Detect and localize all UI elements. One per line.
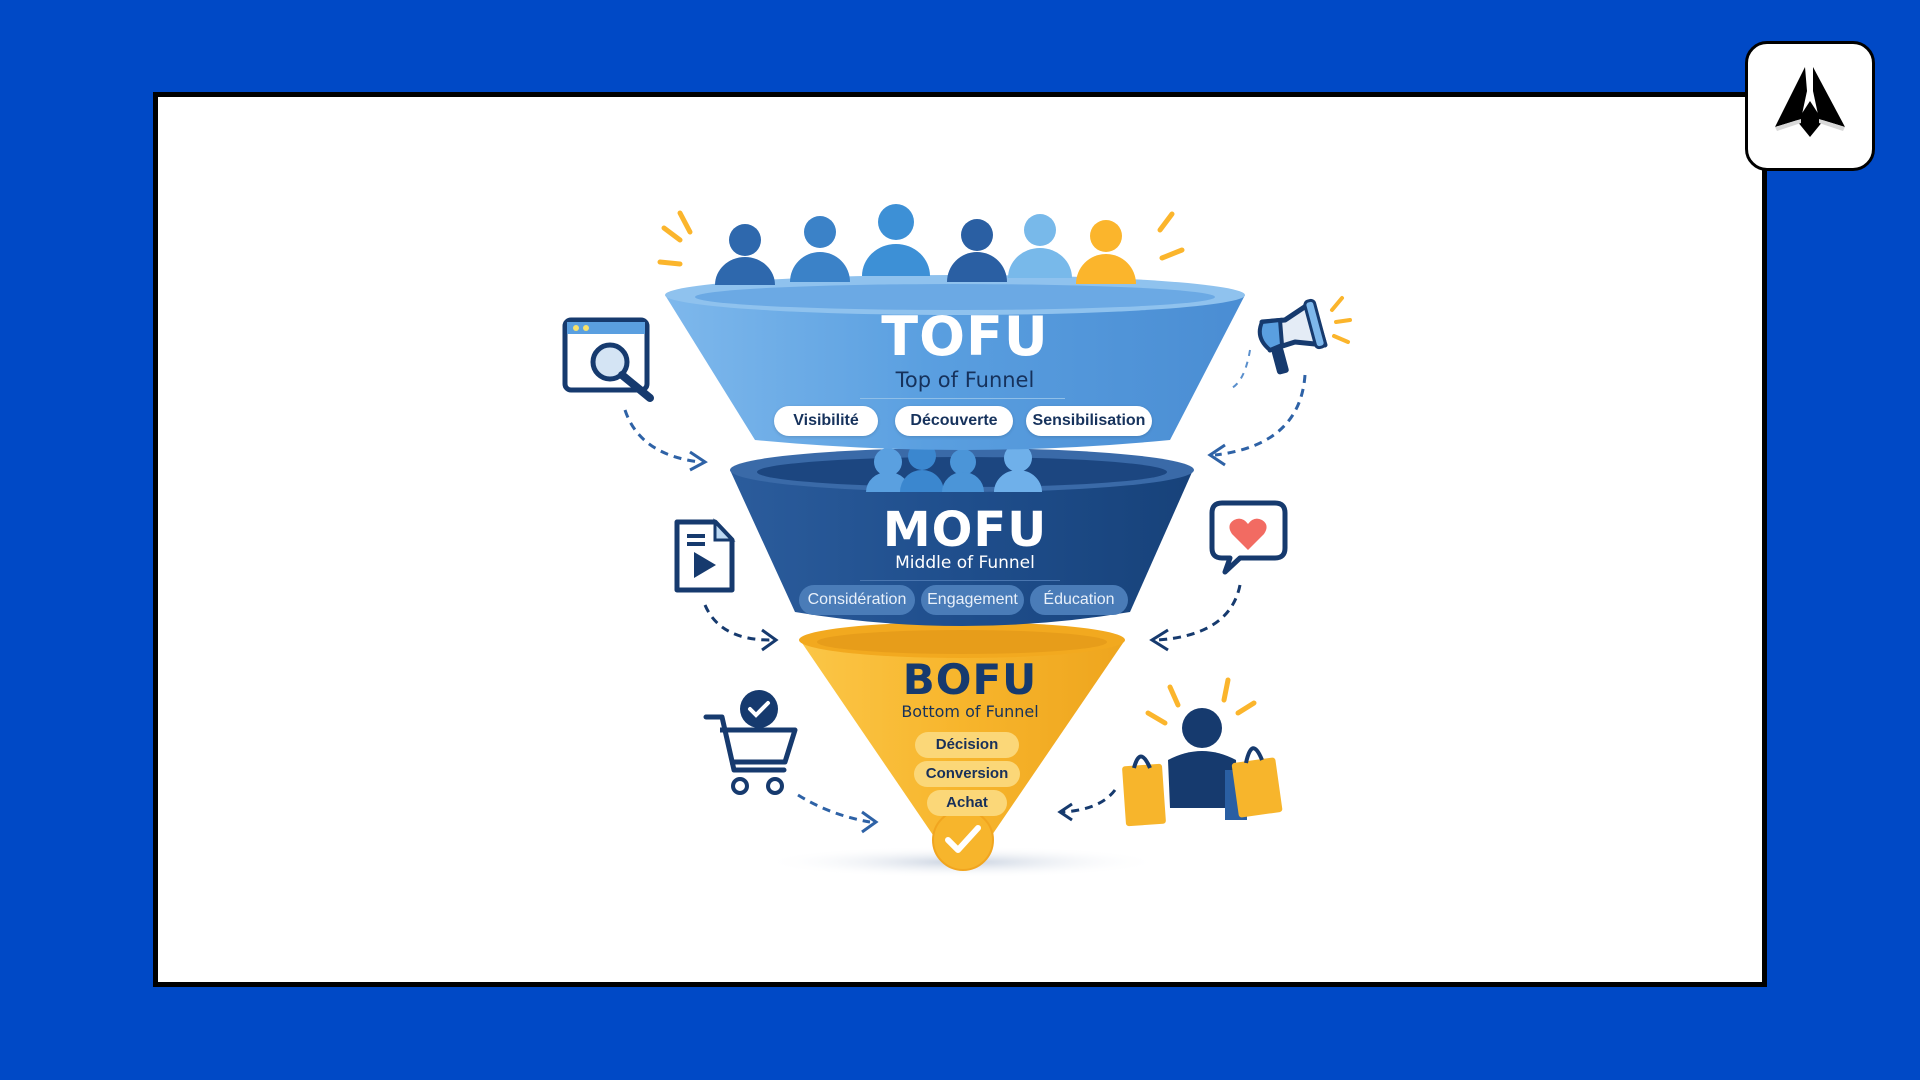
flow-arrow bbox=[1214, 374, 1307, 457]
arrow-head-icon bbox=[1149, 628, 1169, 652]
video-document-icon bbox=[674, 518, 736, 593]
tag-education: Éducation bbox=[1030, 585, 1128, 615]
shopping-cart-check-icon bbox=[703, 690, 798, 795]
flow-arrow bbox=[1231, 349, 1251, 389]
tofu-audience bbox=[657, 204, 1185, 285]
happy-shopper-icon bbox=[1122, 677, 1283, 827]
tag-achat: Achat bbox=[927, 790, 1007, 816]
divider bbox=[860, 398, 1065, 399]
tag-engagement: Engagement bbox=[921, 585, 1024, 615]
tag-decouverte: Découverte bbox=[895, 406, 1013, 436]
checkmark-icon bbox=[932, 809, 994, 871]
tag-decision: Décision bbox=[915, 732, 1019, 758]
arrow-head-icon bbox=[689, 450, 708, 472]
arrow-head-icon bbox=[1057, 802, 1073, 822]
arrow-head-icon bbox=[861, 810, 879, 834]
tag-consideration: Considération bbox=[799, 585, 915, 615]
heart-chat-icon bbox=[1209, 500, 1288, 575]
megaphone-icon bbox=[1257, 296, 1352, 375]
tag-sensibilisation: Sensibilisation bbox=[1026, 406, 1152, 436]
logo-badge[interactable] bbox=[1745, 41, 1875, 171]
flow-arrow bbox=[797, 793, 871, 824]
tofu-title: TOFU bbox=[881, 305, 1049, 368]
tag-visibilite: Visibilité bbox=[774, 406, 878, 436]
tofu-subtitle: Top of Funnel bbox=[895, 368, 1035, 392]
browser-search-icon bbox=[562, 317, 654, 402]
divider bbox=[860, 580, 1060, 581]
arrow-head-icon bbox=[1207, 443, 1226, 467]
arrow-head-icon bbox=[761, 628, 779, 652]
tag-conversion: Conversion bbox=[914, 761, 1020, 787]
arrowhead-logo-icon bbox=[1775, 67, 1845, 137]
flow-arrow bbox=[1061, 789, 1117, 814]
mofu-title: MOFU bbox=[882, 502, 1048, 558]
flow-arrow bbox=[1157, 584, 1242, 642]
flow-arrow bbox=[703, 604, 771, 642]
bofu-subtitle: Bottom of Funnel bbox=[901, 702, 1039, 721]
mofu-subtitle: Middle of Funnel bbox=[895, 553, 1035, 573]
bofu-title: BOFU bbox=[902, 655, 1038, 704]
flow-arrow bbox=[623, 409, 701, 464]
